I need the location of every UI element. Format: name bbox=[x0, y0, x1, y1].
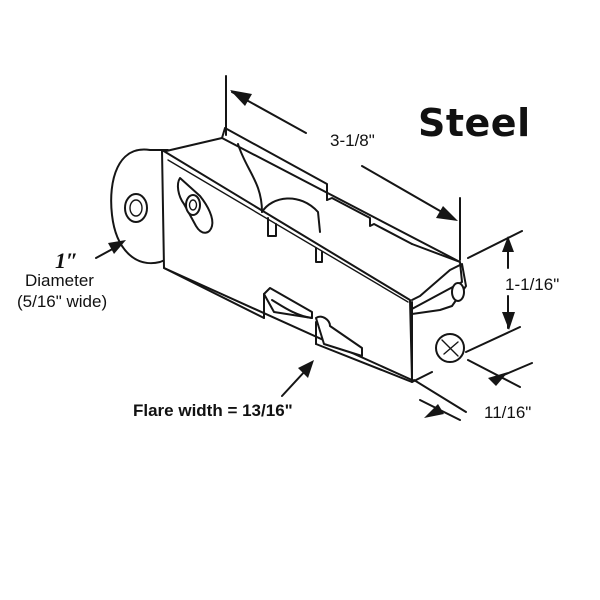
wheel bbox=[110, 148, 171, 265]
length-dimension-label: 3-1/8" bbox=[330, 131, 375, 150]
wheel-leader-arrow bbox=[95, 240, 126, 259]
height-dimension-label: 1-1/16" bbox=[505, 275, 560, 294]
depth-dimension bbox=[413, 359, 533, 421]
housing bbox=[161, 127, 467, 383]
height-dimension bbox=[465, 230, 523, 353]
depth-dimension-label: 11/16" bbox=[484, 403, 532, 422]
material-title: Steel bbox=[418, 101, 531, 145]
wheel-diameter-label: Diameter bbox=[25, 271, 94, 290]
flare-leader-arrow bbox=[281, 360, 314, 397]
length-dimension bbox=[225, 75, 461, 261]
wheel-diameter-value: 1″ bbox=[55, 248, 79, 273]
wheel-width-label: (5/16" wide) bbox=[17, 292, 108, 311]
flare-width-label: Flare width = 13/16" bbox=[133, 401, 293, 420]
